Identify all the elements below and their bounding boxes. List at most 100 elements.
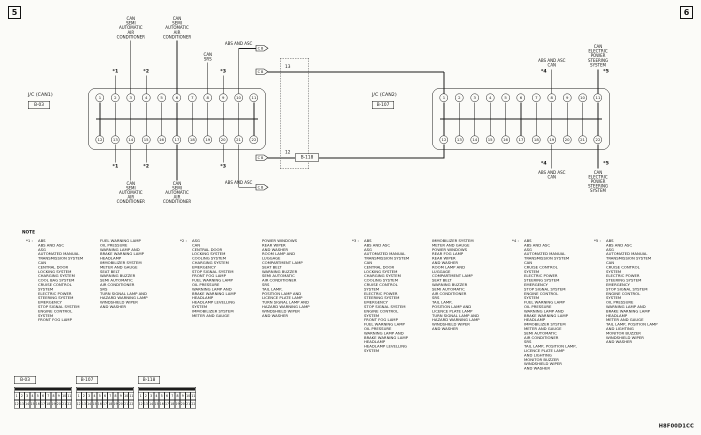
lead-label: CAN ELECTRIC POWER STEERING SYSTEM <box>587 44 609 68</box>
lead-label: CAN SRS <box>203 52 213 62</box>
note-star-prefix: *2 : <box>180 238 187 243</box>
pin: 10 <box>578 93 587 103</box>
face-label: B-107 <box>76 376 98 384</box>
pin-stub <box>145 119 147 136</box>
pin: 18 <box>532 135 541 145</box>
face-cell: 4 <box>153 392 160 401</box>
pin: 18 <box>188 135 197 145</box>
pin: 14 <box>470 135 479 145</box>
face-cell: 2 <box>19 392 25 401</box>
face-cell: 3 <box>148 392 154 401</box>
face-cell: 14 <box>86 400 92 409</box>
star-label: *2 <box>143 68 150 75</box>
face-cell: 15 <box>91 400 98 409</box>
pin-stub <box>474 102 476 119</box>
b118-wire-bottom <box>268 157 444 159</box>
pin: 1 <box>439 93 449 103</box>
lead-label: ABS AND ASC CAN <box>538 170 566 180</box>
face-cell: 8 <box>50 392 57 401</box>
pin-stub <box>597 102 599 119</box>
pin-stub <box>443 102 445 119</box>
lead-label: CAN SEMI AUTOMATIC AIR CONDITIONER <box>162 181 192 205</box>
pin-stub <box>566 119 568 136</box>
lead-line <box>238 144 239 188</box>
pin-stub <box>192 119 193 136</box>
pin: 5 <box>157 93 166 103</box>
star-label: *4 <box>540 68 547 75</box>
pin-stub <box>115 119 116 136</box>
lead-label: CAN SEMI AUTOMATIC AIR CONDITIONER <box>162 16 192 40</box>
face-cell: 5 <box>97 392 103 401</box>
pin-stub <box>238 102 239 119</box>
pin: 14 <box>126 135 135 145</box>
face-label: B-03 <box>14 376 36 384</box>
lead-line <box>238 48 239 94</box>
pin-stub <box>130 102 132 119</box>
face-cell: 3 <box>24 392 30 401</box>
pin-stub <box>505 102 506 119</box>
pin: 15 <box>141 135 151 145</box>
lead-line <box>597 69 599 94</box>
pin: 21 <box>234 135 243 145</box>
connector-title: J/C (CAN1) <box>28 92 53 98</box>
lead-line <box>115 144 116 163</box>
b118-connector-outline <box>280 58 309 169</box>
lead-line <box>176 40 178 94</box>
pin-stub <box>536 119 537 136</box>
bus-line <box>440 118 602 120</box>
pin: 2 <box>455 93 464 103</box>
face-cell: 21 <box>185 400 191 409</box>
svg-text:C B: C B <box>258 70 264 74</box>
note-column: ABS ABS AND ASC ASG AUTOMATED MANUAL TRA… <box>364 238 410 353</box>
connector-ref: B-03 <box>28 101 50 109</box>
pin-stub <box>597 119 599 136</box>
offpage-marker-icon: C B <box>255 68 269 76</box>
face-cell: 10 <box>61 392 67 401</box>
pin-stub <box>161 102 162 119</box>
face-cell: 1 <box>138 392 144 401</box>
pin: 13 <box>111 135 120 145</box>
pin: 9 <box>562 93 572 103</box>
face-cell: 17 <box>164 400 170 409</box>
face-cell: 17 <box>40 400 46 409</box>
note-column: ABS ABS AND ASC ASG AUTOMATED MANUAL TRA… <box>524 238 577 371</box>
pin-stub <box>238 119 239 136</box>
face-cell: 8 <box>112 392 119 401</box>
face-cell: 13 <box>81 400 87 409</box>
b118-wire-bottom <box>443 144 445 159</box>
lead-line <box>551 144 553 169</box>
pin: 6 <box>172 93 182 103</box>
pin-stub <box>145 102 147 119</box>
face-cell: 17 <box>102 400 108 409</box>
face-cell: 4 <box>91 392 98 401</box>
page-number-left-box: 5 <box>8 6 21 19</box>
face-cell: 20 <box>180 400 186 409</box>
lead-line <box>130 40 132 94</box>
pin: 10 <box>234 93 243 103</box>
face-cell: 18 <box>45 400 51 409</box>
star-label: *1 <box>112 68 119 75</box>
lead-line <box>238 186 256 188</box>
pin-stub <box>99 119 101 136</box>
pin-stub <box>176 119 178 136</box>
face-cell: 21 <box>123 400 129 409</box>
face-housing-bar <box>138 388 196 391</box>
star-label: *5 <box>603 68 609 75</box>
note-star-prefix: *1 : <box>26 238 33 243</box>
lead-line <box>130 144 132 181</box>
face-cell: 5 <box>159 392 165 401</box>
face-cell: 12 <box>76 400 82 409</box>
face-cell: 9 <box>180 392 186 401</box>
pin-stub <box>176 102 178 119</box>
pin-stub <box>222 119 224 136</box>
lead-label: ABS AND ASC <box>224 180 253 186</box>
pin: 13 <box>455 135 464 145</box>
face-cell: 10 <box>185 392 191 401</box>
offpage-marker-icon: C B <box>255 45 269 52</box>
face-cell: 19 <box>174 400 181 409</box>
face-cell: 10 <box>123 392 129 401</box>
face-cell: 16 <box>35 400 41 409</box>
star-label: *5 <box>603 160 609 166</box>
face-cell: 18 <box>107 400 113 409</box>
pin: 5 <box>501 93 510 103</box>
